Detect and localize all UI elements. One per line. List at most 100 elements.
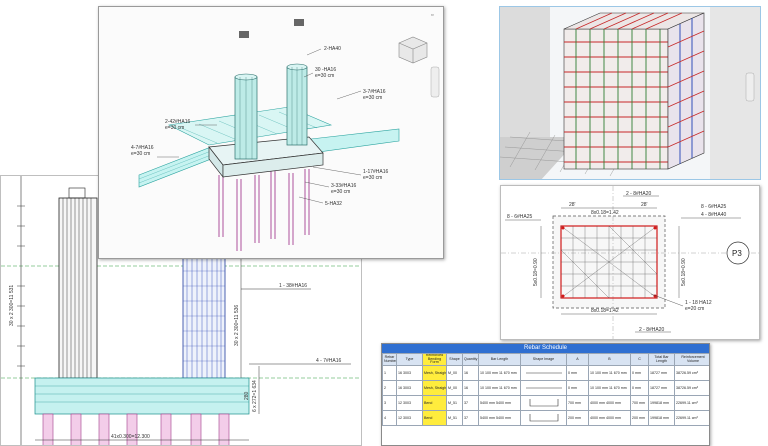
- cell[interactable]: 22699.11 cm³: [674, 395, 709, 411]
- shape-image-u: [529, 398, 559, 406]
- rebar-label: e=30 cm: [165, 125, 184, 131]
- cell[interactable]: 10 100 mm 11 670 mm: [478, 365, 521, 381]
- rebar-label: e=30 cm: [363, 95, 382, 101]
- view-cube-icon[interactable]: [398, 36, 428, 64]
- column-header[interactable]: Reinforcement Volume: [674, 353, 709, 366]
- cell[interactable]: 18727 mm: [648, 365, 675, 381]
- column-header[interactable]: Total Bar Length: [648, 353, 675, 366]
- iso-3d-view: ▫: [131, 12, 440, 251]
- column-header[interactable]: Rebar Number: [382, 353, 397, 366]
- navigation-bar[interactable]: [745, 72, 755, 102]
- bar-label: 4 - 7#HA16: [316, 358, 342, 364]
- cell[interactable]: 16 3003: [396, 380, 423, 396]
- grid-marker[interactable]: [726, 241, 750, 265]
- close-icon[interactable]: ▫: [431, 12, 433, 19]
- column-header[interactable]: Bar Length: [478, 353, 521, 366]
- table-row[interactable]: 2 16 3003 Mesh, Straight M_00 16 10 100 …: [382, 380, 709, 396]
- left-column: [234, 73, 258, 160]
- column-header[interactable]: Type: [396, 353, 423, 366]
- cell[interactable]: Bend: [422, 395, 447, 411]
- column-header[interactable]: B: [588, 353, 631, 366]
- cell[interactable]: 22699.11 cm³: [674, 410, 709, 426]
- cell[interactable]: 16 3003: [396, 365, 423, 381]
- bar-label: 1 - 18 HA12: [685, 300, 712, 306]
- column-header[interactable]: A: [566, 353, 589, 366]
- navigation-bar[interactable]: [430, 66, 440, 98]
- cell[interactable]: M_00: [446, 365, 463, 381]
- cell[interactable]: Mesh, Straight: [422, 380, 447, 396]
- cell[interactable]: 200 mm: [566, 410, 589, 426]
- iso-3d-view-panel[interactable]: ▫: [98, 6, 444, 259]
- cell[interactable]: 1: [382, 365, 397, 381]
- left-dimension: 30 x 2 300=11 531: [9, 285, 15, 326]
- elevation-drawing: 30 x 2 300=11 531 30 x 2 300=11 536: [1, 176, 361, 445]
- cell[interactable]: Bend: [422, 410, 447, 426]
- cell[interactable]: 38726.59 cm³: [674, 380, 709, 396]
- shape-image-line: [526, 387, 562, 388]
- table-header-row: Rebar Number Type Reinforced Bending For…: [382, 353, 709, 366]
- cross-section-drawing: 2 - 8#HA20 28' 28' 8x0.18=1.42 8 - 6#HA2…: [501, 186, 759, 339]
- cell[interactable]: 38726.59 cm³: [674, 365, 709, 381]
- cell[interactable]: 199818 mm: [648, 395, 675, 411]
- cell[interactable]: 3: [382, 395, 397, 411]
- cell[interactable]: 0 mm: [630, 380, 649, 396]
- cell[interactable]: 12 3003: [396, 410, 423, 426]
- cell[interactable]: 12 3003: [396, 395, 423, 411]
- cell[interactable]: 0 mm: [566, 365, 589, 381]
- cross-section-view[interactable]: 2 - 8#HA20 28' 28' 8x0.18=1.42 8 - 6#HA2…: [500, 185, 760, 340]
- rebar-label: 30 -HA16: [315, 67, 336, 73]
- cell[interactable]: 0 mm: [630, 365, 649, 381]
- cell[interactable]: 18727 mm: [648, 380, 675, 396]
- small-dimension: 280: [244, 391, 250, 400]
- rebar-cage-3d-view[interactable]: [499, 6, 761, 180]
- table-row[interactable]: 3 12 3003 Bend M_51 37 5400 mm 5400 mm 7…: [382, 395, 709, 411]
- cell[interactable]: 10 100 mm 11 670 mm: [478, 380, 521, 396]
- shape-image-u: [529, 413, 559, 421]
- rebar-label: 1-17#HA16: [363, 169, 389, 175]
- column-header[interactable]: Shape: [446, 353, 463, 366]
- cell[interactable]: 37: [462, 395, 479, 411]
- rebar-cage-render: [500, 7, 760, 179]
- rebar-schedule-panel[interactable]: Rebar Schedule Rebar Number Type Reinfor…: [381, 343, 710, 446]
- cell[interactable]: 4: [382, 410, 397, 426]
- cell[interactable]: 5400 mm 5400 mm: [478, 410, 521, 426]
- bar-label: 8 - 6#HA25: [701, 204, 727, 210]
- shape-image-cell: [520, 410, 567, 426]
- cell[interactable]: 199818 mm: [648, 410, 675, 426]
- rebar-label: 3-7#HA16: [363, 89, 386, 95]
- piles: [218, 169, 310, 251]
- cell[interactable]: 4000 mm 4000 mm: [588, 395, 631, 411]
- table-row[interactable]: 4 12 3003 Bend M_51 37 5400 mm 5400 mm 2…: [382, 410, 709, 426]
- column-header[interactable]: C: [630, 353, 649, 366]
- cell[interactable]: 5400 mm 5400 mm: [478, 395, 521, 411]
- cell[interactable]: 10 100 mm 11 670 mm: [588, 380, 631, 396]
- cell[interactable]: 200 mm: [630, 410, 649, 426]
- left-column: [58, 197, 98, 379]
- column-header[interactable]: Reinforced Bending Form: [422, 353, 447, 366]
- cell[interactable]: 4000 mm 4000 mm: [588, 410, 631, 426]
- rebar-schedule-table: Rebar Number Type Reinforced Bending For…: [382, 353, 709, 426]
- table-row[interactable]: 1 16 3003 Mesh, Straight M_00 16 10 100 …: [382, 365, 709, 381]
- dimension-label: 5x0.18=0.90: [681, 258, 687, 286]
- bottom-dimension: 41x0.300=12.300: [111, 434, 150, 440]
- column-header[interactable]: Shape Image: [520, 353, 567, 366]
- right-column: [286, 63, 308, 146]
- grid-marker-label: P3: [732, 249, 742, 258]
- bar-label: 1 - 38#HA16: [279, 283, 307, 289]
- cell[interactable]: Mesh, Straight: [422, 365, 447, 381]
- cell[interactable]: 0 mm: [566, 380, 589, 396]
- cell[interactable]: 2: [382, 380, 397, 396]
- cell[interactable]: 700 mm: [566, 395, 589, 411]
- column-header[interactable]: Quantity: [462, 353, 479, 366]
- cell[interactable]: 37: [462, 410, 479, 426]
- cell[interactable]: M_51: [446, 410, 463, 426]
- cell[interactable]: M_51: [446, 395, 463, 411]
- piles: [42, 413, 230, 445]
- cell[interactable]: 16: [462, 365, 479, 381]
- cell[interactable]: 700 mm: [630, 395, 649, 411]
- cell[interactable]: 10 100 mm 11 670 mm: [588, 365, 631, 381]
- rebar-label: e=30 cm: [331, 189, 350, 195]
- rebar-label: e=30 cm: [315, 73, 334, 79]
- cell[interactable]: 16: [462, 380, 479, 396]
- cell[interactable]: M_00: [446, 380, 463, 396]
